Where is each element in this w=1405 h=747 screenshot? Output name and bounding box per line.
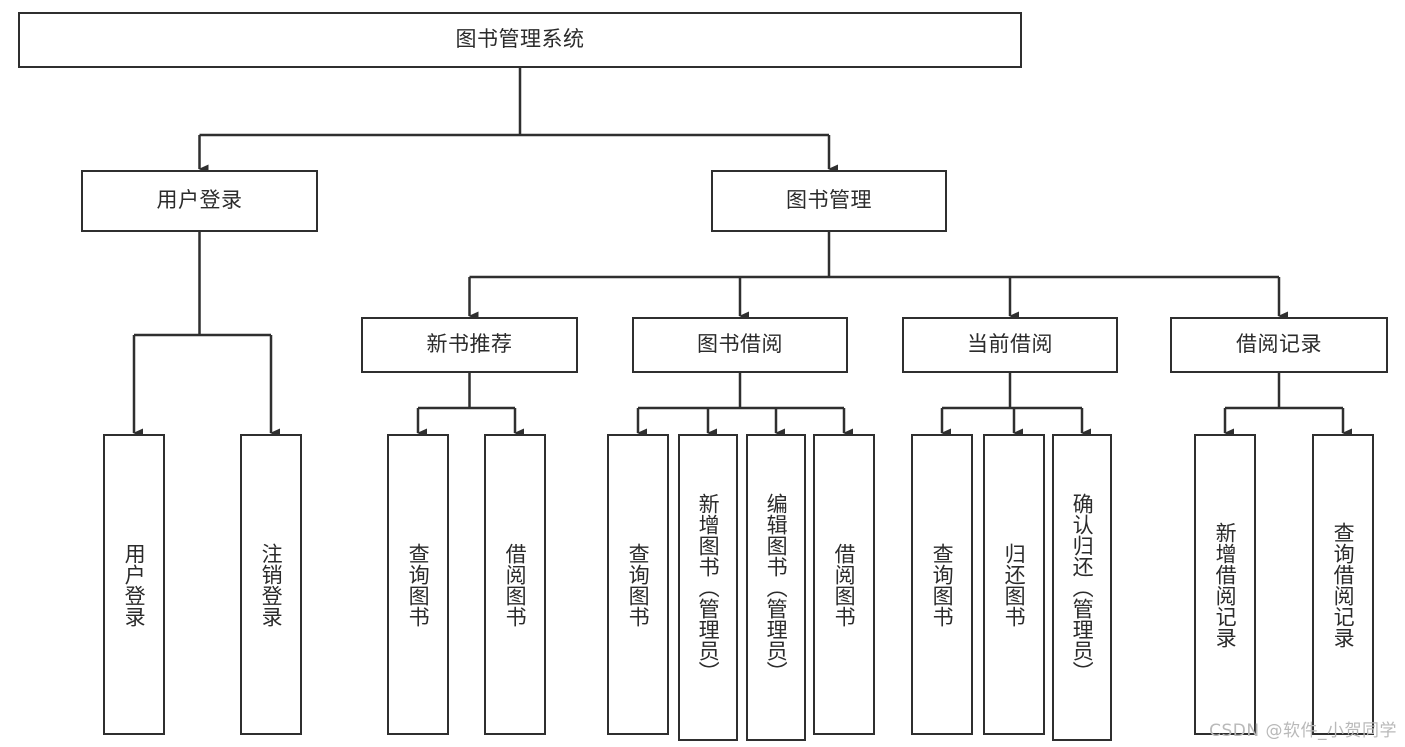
node-current-borrow[interactable]: 当前借阅 [902,317,1118,373]
node-label: 新增借阅记录 [1213,521,1238,648]
node-label: 确认归还（管理员） [1070,493,1095,682]
node-leaf-borrow-book-2[interactable]: 借阅图书 [813,434,875,735]
node-label: 查询图书 [930,542,955,627]
node-label-wrap: 查询图书 [913,436,971,733]
node-label: 新增图书（管理员） [696,493,721,682]
node-new-book-recommend[interactable]: 新书推荐 [361,317,578,373]
node-leaf-user-login[interactable]: 用户登录 [103,434,165,735]
node-label-wrap: 新书推荐 [363,319,576,371]
node-label-wrap: 图书借阅 [634,319,846,371]
node-label: 借阅图书 [832,542,857,627]
node-label: 查询图书 [406,542,431,627]
node-label-wrap: 借阅记录 [1172,319,1386,371]
node-label-wrap: 确认归还（管理员） [1054,436,1110,739]
node-label: 新书推荐 [426,332,513,357]
node-book-manage[interactable]: 图书管理 [711,170,947,232]
node-label: 图书管理系统 [455,27,585,52]
node-label-wrap: 借阅图书 [486,436,544,733]
node-leaf-query-book-1[interactable]: 查询图书 [387,434,449,735]
node-label-wrap: 新增图书（管理员） [680,436,736,739]
node-user-login[interactable]: 用户登录 [81,170,318,232]
node-leaf-query-book-3[interactable]: 查询图书 [911,434,973,735]
node-label-wrap: 用户登录 [105,436,163,733]
node-label: 注销登录 [259,542,284,627]
node-label: 当前借阅 [967,332,1053,357]
node-label: 查询图书 [626,542,651,627]
node-label: 归还图书 [1002,542,1027,627]
node-label: 查询借阅记录 [1331,521,1356,648]
node-root[interactable]: 图书管理系统 [18,12,1022,68]
node-label-wrap: 当前借阅 [904,319,1116,371]
node-label-wrap: 借阅图书 [815,436,873,733]
node-label-wrap: 查询借阅记录 [1314,436,1372,733]
node-leaf-edit-book[interactable]: 编辑图书（管理员） [746,434,806,741]
node-leaf-user-logout[interactable]: 注销登录 [240,434,302,735]
node-leaf-add-book[interactable]: 新增图书（管理员） [678,434,738,741]
node-label: 图书借阅 [697,332,783,357]
node-label: 用户登录 [156,188,243,213]
node-label: 借阅图书 [503,542,528,627]
node-label: 借阅记录 [1236,332,1322,357]
node-label: 图书管理 [786,188,872,213]
node-label: 编辑图书（管理员） [764,493,789,682]
node-label-wrap: 查询图书 [389,436,447,733]
node-label-wrap: 注销登录 [242,436,300,733]
node-leaf-query-book-2[interactable]: 查询图书 [607,434,669,735]
node-leaf-query-record[interactable]: 查询借阅记录 [1312,434,1374,735]
node-label-wrap: 用户登录 [83,172,316,230]
node-label: 用户登录 [122,542,147,627]
node-leaf-add-record[interactable]: 新增借阅记录 [1194,434,1256,735]
node-label-wrap: 归还图书 [985,436,1043,733]
node-borrow-records[interactable]: 借阅记录 [1170,317,1388,373]
node-label-wrap: 编辑图书（管理员） [748,436,804,739]
node-label-wrap: 图书管理系统 [20,14,1020,66]
node-label-wrap: 图书管理 [713,172,945,230]
node-leaf-return-book[interactable]: 归还图书 [983,434,1045,735]
node-leaf-confirm-return[interactable]: 确认归还（管理员） [1052,434,1112,741]
node-book-borrow[interactable]: 图书借阅 [632,317,848,373]
node-label-wrap: 新增借阅记录 [1196,436,1254,733]
watermark-label: CSDN @软件_小贺同学 [1209,721,1397,741]
node-label-wrap: 查询图书 [609,436,667,733]
node-leaf-borrow-book-1[interactable]: 借阅图书 [484,434,546,735]
connector-lines [132,68,1352,438]
